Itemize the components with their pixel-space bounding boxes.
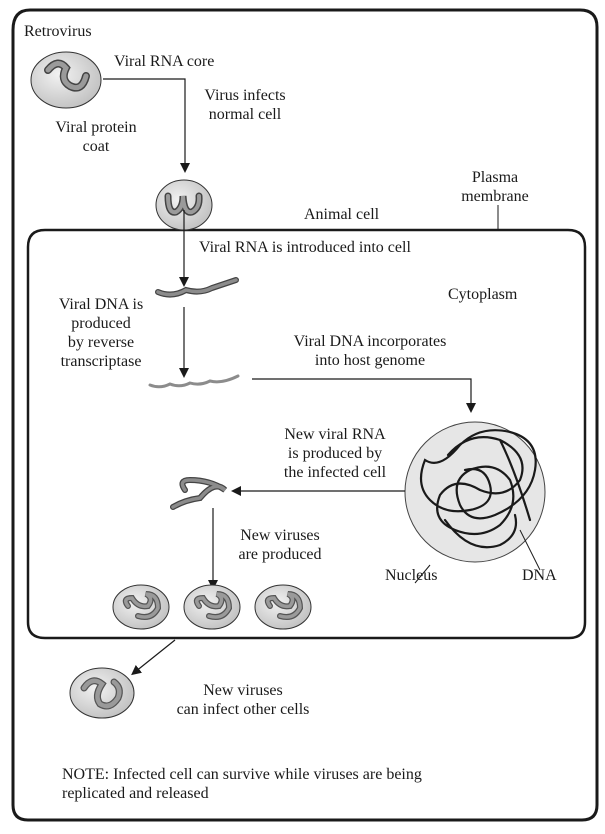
release-arrow <box>131 639 176 676</box>
viral-dna-produced-line-2: produced <box>71 315 131 332</box>
new-rna-produced-line-3: the infected cell <box>283 464 387 481</box>
nucleus <box>404 421 546 563</box>
viral-protein-coat-line-2: coat <box>82 138 110 155</box>
new-rna-produced-line-1: New viral RNA <box>284 426 386 443</box>
viral-rna-core-label: Viral RNA core <box>114 53 215 70</box>
virus-infects-line-2: normal cell <box>208 106 282 123</box>
virus-infects-label: Virus infects normal cell <box>190 86 300 124</box>
outer-frame <box>11 8 599 822</box>
nucleus-label: Nucleus <box>385 567 438 584</box>
viral-protein-coat-label: Viral protein coat <box>36 118 156 156</box>
retrovirus-title: Retrovirus <box>24 23 92 40</box>
viral-rna-strand <box>155 277 239 298</box>
animal-cell-membrane <box>26 228 587 640</box>
new-rna-produced-line-2: is produced by <box>287 445 383 462</box>
plasma-membrane-line-2: membrane <box>461 188 529 205</box>
released-virus <box>69 667 135 719</box>
new-viruses-produced-label: New viruses are produced <box>220 526 340 564</box>
nucleus-pointer <box>414 564 431 584</box>
viral-dna-strand <box>148 374 240 389</box>
rna-introduced-label: Viral RNA is introduced into cell <box>199 239 411 256</box>
new-viruses-produced-line-2: are produced <box>238 546 322 563</box>
attached-virus <box>155 179 213 231</box>
note-text: NOTE: Infected cell can survive while vi… <box>62 765 422 803</box>
incorporation-arrow <box>252 378 476 413</box>
dna-incorporates-label: Viral DNA incorporates into host genome <box>270 332 470 370</box>
new-virus-1 <box>112 584 170 630</box>
cytoplasm-label: Cytoplasm <box>448 286 518 303</box>
host-dna-tangle <box>419 429 537 549</box>
viral-protein-coat-line-1: Viral protein <box>55 119 137 136</box>
dna-pointer <box>519 529 541 571</box>
dna-incorporates-line-2: into host genome <box>314 352 426 369</box>
new-virus-3 <box>254 584 312 630</box>
new-viruses-infect-line-2: can infect other cells <box>176 701 310 718</box>
note-line-1: NOTE: Infected cell can survive while vi… <box>62 766 422 783</box>
infection-arrow <box>103 78 190 173</box>
viral-dna-produced-label: Viral DNA is produced by reverse transcr… <box>36 295 166 371</box>
new-rna-produced-label: New viral RNA is produced by the infecte… <box>255 425 415 482</box>
dna-incorporates-line-1: Viral DNA incorporates <box>293 333 447 350</box>
viral-dna-produced-line-1: Viral DNA is <box>58 296 144 313</box>
virus-infects-line-1: Virus infects <box>204 87 286 104</box>
new-viruses-infect-label: New viruses can infect other cells <box>148 681 338 719</box>
note-line-2: replicated and released <box>62 785 209 802</box>
new-virus-2 <box>183 584 241 630</box>
dna-label: DNA <box>522 567 557 584</box>
new-viruses-produced-line-1: New viruses <box>240 527 320 544</box>
new-viral-rna <box>170 476 228 510</box>
retrovirus-particle <box>30 51 102 109</box>
new-viruses-infect-line-1: New viruses <box>203 682 283 699</box>
plasma-membrane-label: Plasma membrane <box>440 168 550 206</box>
viral-dna-produced-line-4: transcriptase <box>60 353 142 370</box>
viral-dna-produced-line-3: by reverse <box>67 334 135 351</box>
animal-cell-label: Animal cell <box>304 206 380 223</box>
plasma-membrane-line-1: Plasma <box>471 169 519 186</box>
